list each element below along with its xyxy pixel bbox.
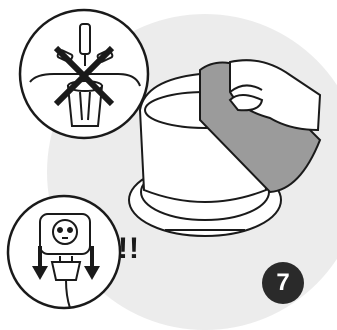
step-number-badge: 7: [262, 262, 304, 304]
warning-exclamation: !!: [118, 232, 140, 266]
unplug-icon: [8, 196, 120, 308]
faucet-prohibited-icon: [20, 10, 148, 138]
